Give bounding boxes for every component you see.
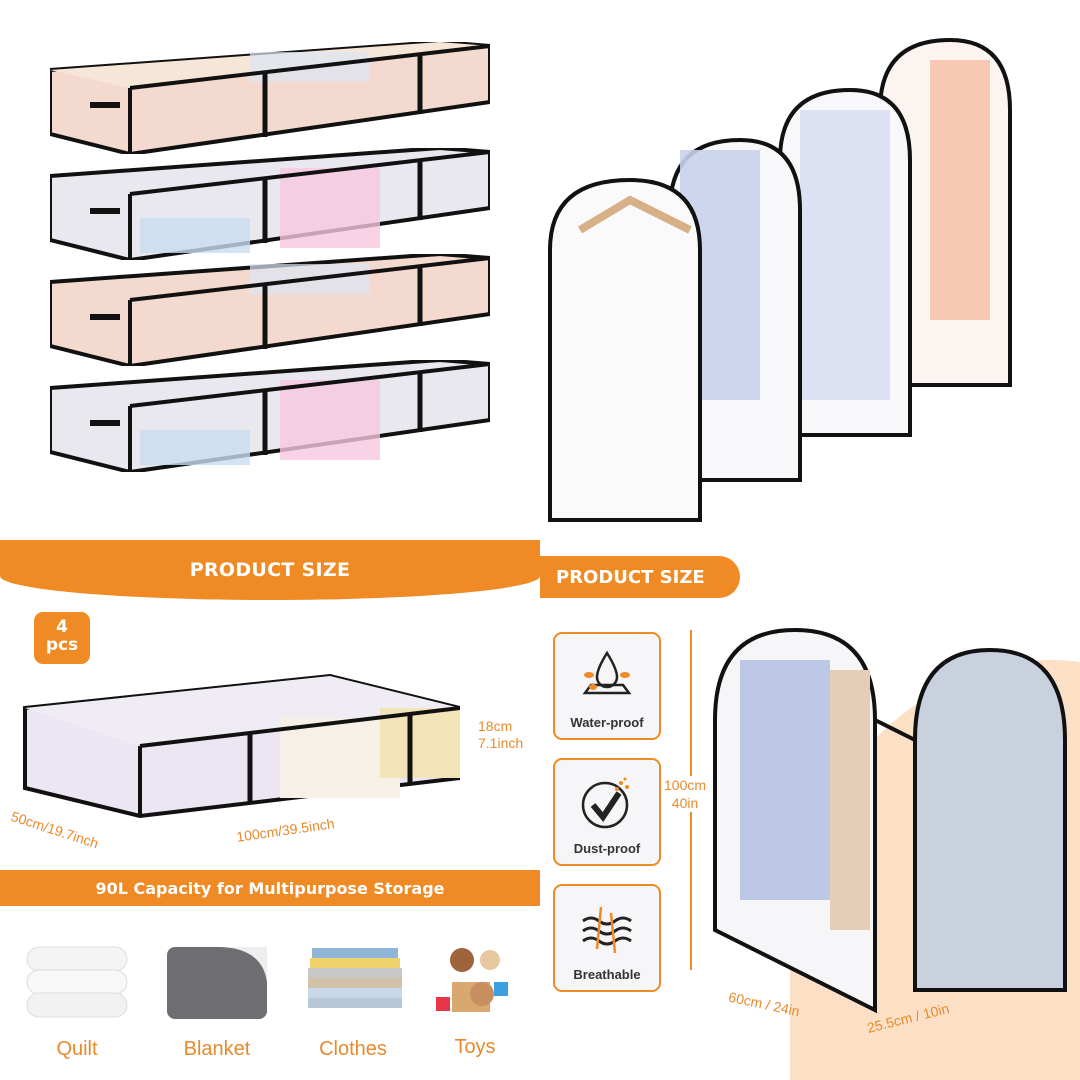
storage-bin — [48, 251, 492, 369]
feature-dustproof: Dust-proof — [553, 758, 661, 866]
use-label-clothes: Clothes — [319, 1038, 387, 1060]
garment-height-label: 100cm 40in — [664, 776, 707, 812]
storage-bin — [48, 145, 492, 263]
feature-label: Breathable — [573, 967, 641, 982]
capacity-banner: 90L Capacity for Multipurpose Storage — [0, 870, 540, 906]
feature-breathable: Breathable — [553, 884, 661, 992]
garment-height-in: 40in — [671, 795, 699, 811]
water-drop-icon — [582, 650, 632, 695]
quantity-number: 4 — [56, 617, 68, 637]
product-size-banner-right: PRODUCT SIZE — [540, 556, 740, 598]
use-label-quilt: Quilt — [56, 1038, 98, 1060]
garment-bag-detail — [713, 627, 1067, 1014]
bin-length-label: 100cm/39.5inch — [235, 815, 336, 845]
bin-height-in: 7.1inch — [478, 735, 524, 751]
product-size-banner-left: PRODUCT SIZE — [0, 540, 540, 600]
airflow-icon — [582, 906, 632, 954]
storage-bin — [48, 357, 492, 475]
use-label-toys: Toys — [454, 1036, 496, 1058]
feature-label: Water-proof — [570, 715, 644, 730]
quilt-icon — [22, 942, 132, 1022]
storage-bin — [48, 39, 492, 157]
feature-waterproof: Water-proof — [553, 632, 661, 740]
bin-height-cm: 18cm — [478, 718, 513, 734]
toys-icon — [432, 942, 512, 1022]
use-label-blanket: Blanket — [183, 1038, 251, 1060]
single-storage-bin — [23, 673, 460, 818]
feature-label: Dust-proof — [573, 841, 641, 856]
quantity-unit: pcs — [45, 635, 79, 655]
garment-height-cm: 100cm — [664, 777, 707, 793]
dust-shield-icon — [581, 777, 629, 829]
blanket-icon — [162, 942, 272, 1022]
quantity-badge: 4 pcs — [34, 612, 90, 664]
bin-height-label: 18cm 7.1inch — [478, 718, 523, 752]
garment-bags-group — [548, 37, 1012, 522]
clothes-icon — [300, 942, 410, 1022]
